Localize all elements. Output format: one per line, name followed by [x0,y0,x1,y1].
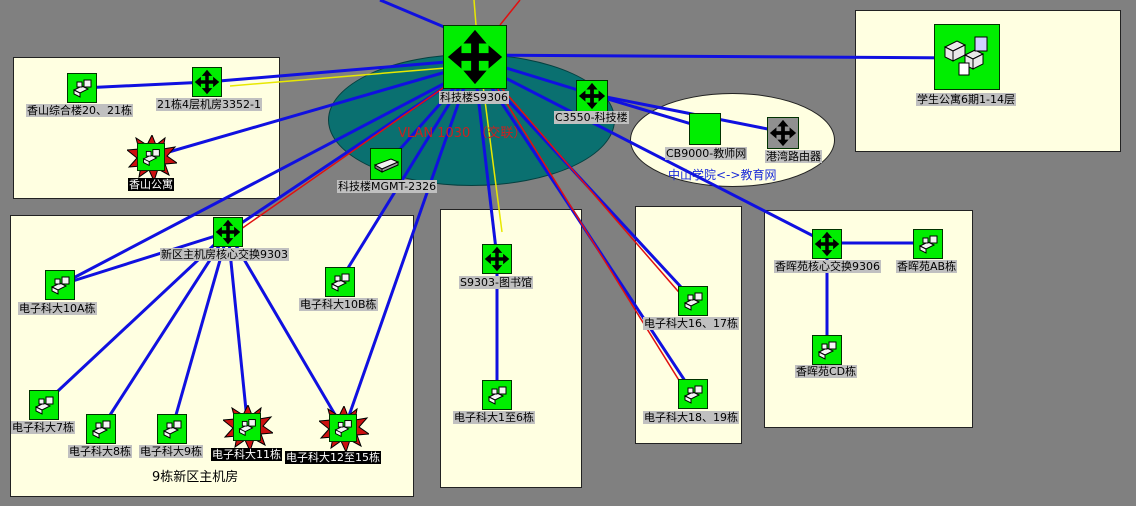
node-label: 香山综合楼20、21栋 [26,104,133,117]
host-cluster-icon [45,270,75,300]
link-core-xsapt [147,63,471,160]
node-d7[interactable]: 电子科大7栋 [11,390,75,434]
building-cluster-icon [934,24,1000,90]
router-switch-icon [767,117,799,149]
host-cluster-icon [67,73,97,103]
node-label: 科技楼S9306 [439,91,509,104]
host-cluster-icon [913,229,943,259]
link-core-student6 [474,53,966,60]
redlink-core-d18 [485,69,691,399]
node-xianghui-ab[interactable]: 香晖苑AB栋 [896,229,958,273]
node-label: 电子科大7栋 [11,421,75,434]
node-label: 电子科大1至6栋 [453,411,535,424]
router-switch-icon [482,244,512,274]
node-d10b[interactable]: 电子科大10B栋 [299,267,378,311]
host-cluster-icon [86,414,116,444]
node-label: 电子科大11栋 [211,448,282,461]
node-mgmt-2326[interactable]: 科技楼MGMT-2326 [337,148,438,193]
link-newcore-d11 [226,231,250,431]
node-d11[interactable]: 电子科大11栋 [211,405,282,461]
redlink-core-newcore [230,71,467,237]
redlink-core-offscreen [499,0,521,26]
router-switch-icon [812,229,842,259]
node-label: CB9000-教师网 [665,147,748,160]
host-cluster-icon [29,390,59,420]
node-xianghui-core-9306[interactable]: 香晖苑核心交换9306 [774,229,881,273]
node-label: 香晖苑核心交换9306 [774,260,881,273]
host-cluster-icon [137,143,165,171]
node-new-core-9303[interactable]: 新区主机房核心交换9303 [160,217,289,261]
node-label: 香晖苑CD栋 [795,365,858,378]
node-gangwan-router[interactable]: 港湾路由器 [765,117,822,163]
vlan-label: VLAN 1030 （交联） [398,126,527,141]
redlink-core-d16 [485,69,691,306]
node-d16-17[interactable]: 电子科大16、17栋 [643,286,739,330]
link-xscomplex-b21 [81,80,208,90]
router-switch-icon [213,217,243,247]
node-xiangshan-complex[interactable]: 香山综合楼20、21栋 [26,73,133,117]
router-switch-icon [576,80,608,112]
node-label: 电子科大9栋 [139,445,203,458]
link-newcore-d9 [170,231,230,430]
host-cluster-icon [812,335,842,365]
node-d9[interactable]: 电子科大9栋 [139,414,203,458]
link-core-xhcore [479,63,828,245]
node-label: 电子科大10B栋 [299,298,378,311]
link-core-d12 [342,69,472,431]
link-core-d10b [338,69,472,282]
node-label: 电子科大8栋 [68,445,132,458]
yellowlink-core-offscreen [473,0,477,26]
host-cluster-icon [482,380,512,410]
link-c3550-gangwan [590,92,784,134]
node-library-s9303[interactable]: S9303-图书馆 [459,244,533,289]
node-label: 学生公寓6期1-14层 [916,93,1016,106]
node-d10a[interactable]: 电子科大10A栋 [18,270,97,315]
host-cluster-icon [157,414,187,444]
node-label: S9303-图书馆 [459,276,533,289]
panel-new-area-title: 9栋新区主机房 [152,470,239,485]
node-xiangshan-apartment[interactable]: 香山公寓 [127,135,177,191]
node-label: 香山公寓 [128,178,174,191]
node-b21-3352[interactable]: 21栋4层机房3352-1 [156,67,262,111]
node-label: 21栋4层机房3352-1 [156,98,262,111]
node-label: C3550-科技楼 [554,111,629,124]
node-label: 电子科大10A栋 [18,302,97,315]
node-d18-19[interactable]: 电子科大18、19栋 [643,379,739,424]
router-switch-icon [443,25,507,89]
node-label: 电子科大12至15栋 [285,451,381,464]
host-cluster-icon [678,379,708,409]
node-d1-6[interactable]: 电子科大1至6栋 [453,380,535,424]
switch-device-icon [370,148,402,180]
node-d12-15[interactable]: 电子科大12至15栋 [285,406,381,464]
link-core-b21 [206,58,471,84]
node-xianghui-cd[interactable]: 香晖苑CD栋 [795,335,858,378]
host-cluster-icon [325,267,355,297]
edu-link-label: 中山学院<->教育网 [668,168,777,182]
host-cluster-icon [233,413,261,441]
host-cluster-icon [678,286,708,316]
link-newcore-d8 [99,231,230,430]
node-cb9000[interactable]: CB9000-教师网 [665,113,748,160]
plain-node-icon [689,113,721,145]
node-c3550[interactable]: C3550-科技楼 [554,80,629,124]
node-core-s9306[interactable]: 科技楼S9306 [439,25,509,104]
host-cluster-icon [329,414,357,442]
node-label: 电子科大18、19栋 [643,411,739,424]
link-c3550-cb9000 [590,92,706,130]
node-label: 新区主机房核心交换9303 [160,248,289,261]
router-switch-icon [192,67,222,97]
link-core-d10a [59,68,471,287]
node-label: 港湾路由器 [765,150,822,163]
link-newcore-d10a [59,230,229,287]
node-label: 香晖苑AB栋 [896,260,958,273]
yellowlink-core-b21 [229,65,471,87]
node-student6[interactable]: 学生公寓6期1-14层 [916,24,1016,106]
link-newcore-d12 [226,231,346,431]
node-d8[interactable]: 电子科大8栋 [68,414,132,458]
node-label: 电子科大16、17栋 [643,317,739,330]
node-label: 科技楼MGMT-2326 [337,180,438,193]
